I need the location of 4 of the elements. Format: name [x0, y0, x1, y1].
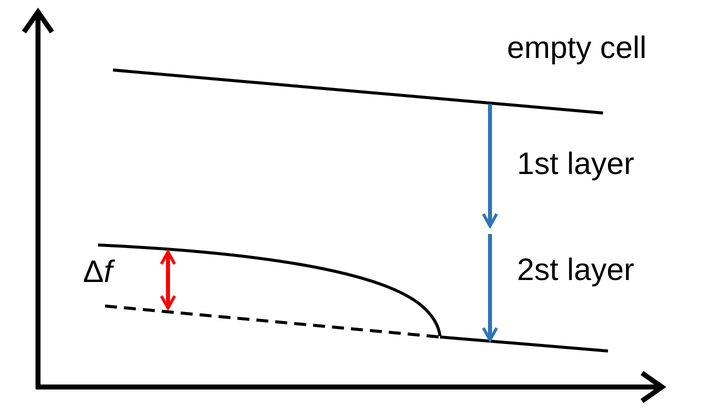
label: empty cell: [507, 32, 647, 63]
label: Δf: [83, 256, 112, 287]
label: 2st layer: [517, 254, 634, 285]
label: 1st layer: [517, 148, 634, 179]
